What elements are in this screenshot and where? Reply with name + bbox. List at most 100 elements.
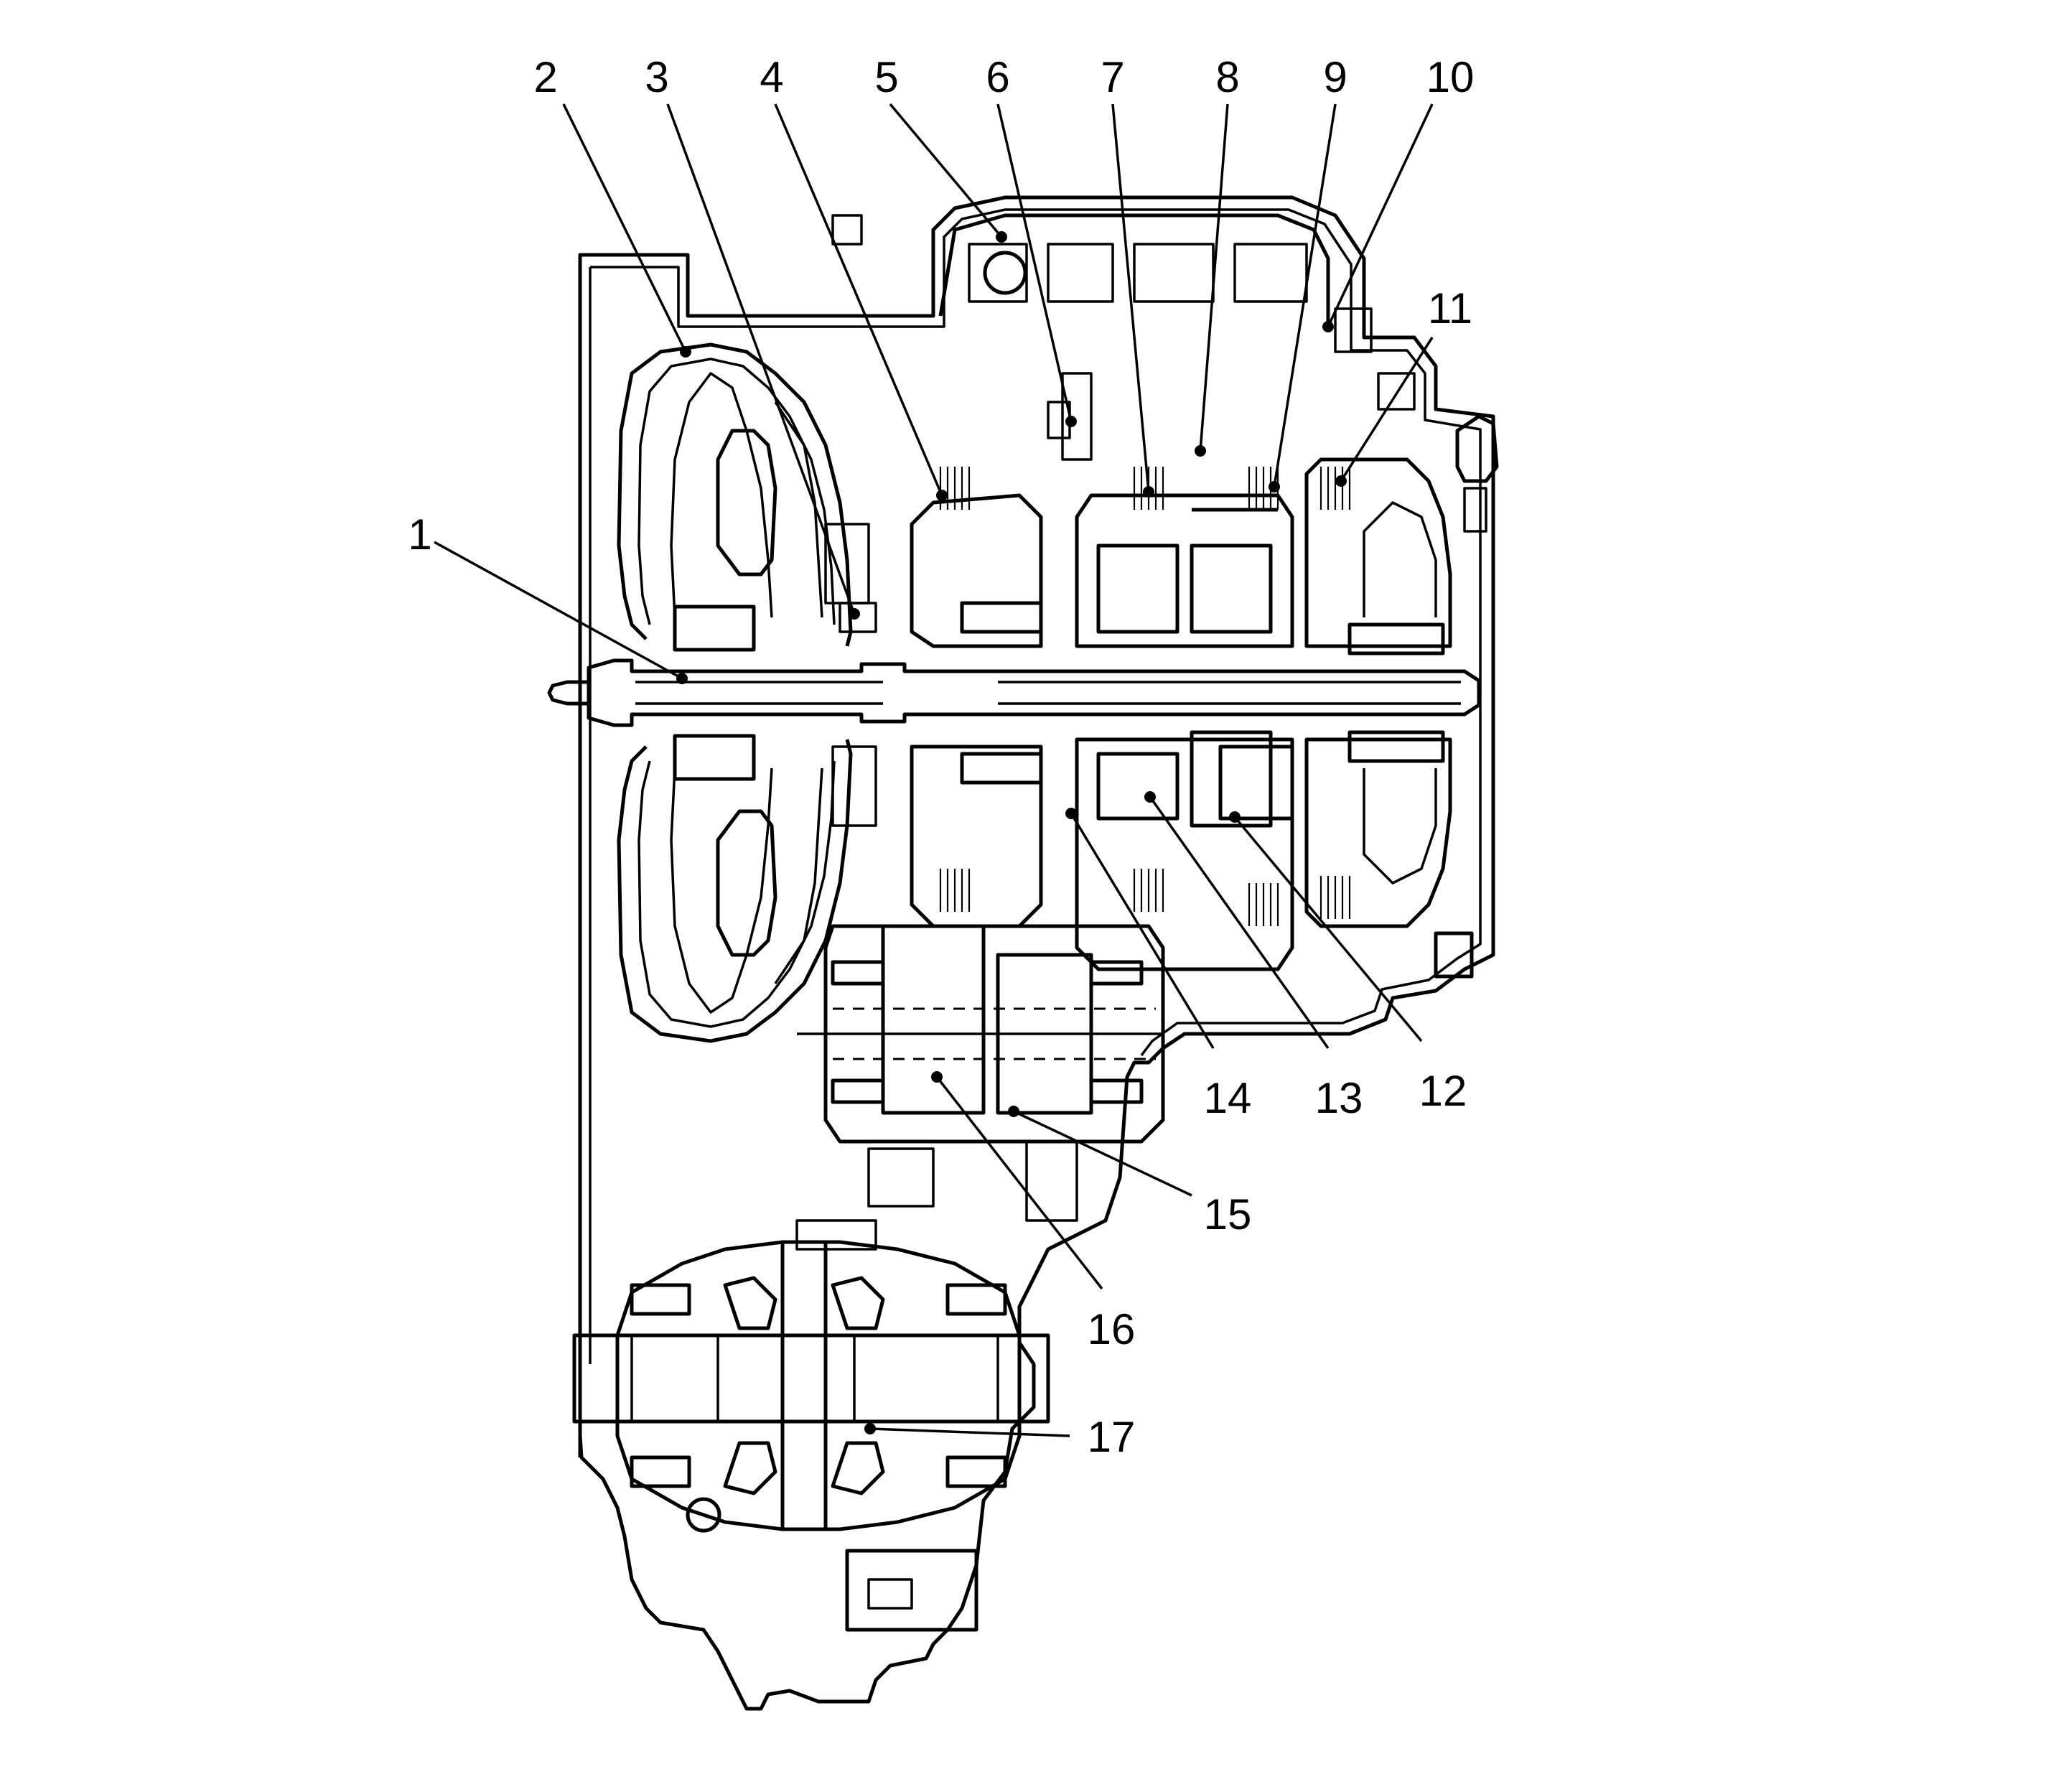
leader-dot-5 (996, 231, 1007, 243)
callout-8: 8 (1215, 53, 1239, 101)
rear-piston-upper (1363, 501, 1437, 617)
leader-dot-16 (931, 1071, 943, 1083)
leader-dot-1 (676, 673, 688, 684)
leader-7 (1111, 103, 1150, 493)
transfer-bearing-1 (831, 960, 885, 986)
rear-cap (1455, 414, 1499, 483)
rear-bearing-upper (1347, 622, 1445, 655)
front-clutch-plates (939, 467, 971, 912)
leader-2 (562, 103, 687, 353)
callout-10: 10 (1426, 53, 1475, 101)
tc-lower-turbine (774, 767, 823, 984)
callout-6: 6 (986, 53, 1009, 101)
planetary-carrier-upper-2 (1190, 543, 1273, 634)
rear-bearing-lower (1347, 730, 1445, 763)
callout-7: 7 (1101, 53, 1124, 101)
mid-clutch-plates (1133, 467, 1279, 926)
callout-4: 4 (760, 53, 783, 101)
outer-housing (578, 195, 1495, 1711)
differential-case (615, 1240, 1022, 1531)
rear-piston-lower (1363, 768, 1437, 885)
diff-bearing-lower-left (630, 1455, 691, 1488)
transfer-shaft-extension (867, 1147, 935, 1208)
torque-converter-upper (617, 342, 853, 647)
callout-16: 16 (1088, 1305, 1136, 1353)
leader-dot-9 (1269, 481, 1280, 493)
tc-hub-upper (673, 605, 756, 652)
tc-upper-stator (716, 429, 777, 577)
leader-dot-15 (1008, 1106, 1019, 1117)
tc-clutch-piston (824, 523, 870, 605)
rear-sensor-2 (1377, 372, 1416, 411)
side-gear-upper-left (723, 1276, 777, 1330)
rear-sensor (1334, 307, 1373, 353)
diff-lower-boss (867, 1578, 913, 1610)
torque-converter-lower-inner (637, 760, 836, 1028)
rear-clutch-plates (1319, 467, 1351, 919)
planetary-carrier-lower-2 (1190, 730, 1273, 828)
valve-body-plug (983, 251, 1027, 295)
callout-13: 13 (1315, 1074, 1363, 1122)
rear-cap-plug (1463, 487, 1487, 533)
planetary-housing-upper (1075, 493, 1294, 648)
tc-upper-impeller (670, 372, 773, 618)
rear-mount (1434, 931, 1474, 979)
side-gear-upper-right (831, 1276, 885, 1330)
callout-1: 1 (408, 510, 431, 559)
tc-lower-stator (716, 809, 777, 957)
side-gear-lower-right (831, 1441, 885, 1495)
leader-dot-4 (936, 490, 948, 501)
leader-17 (869, 1427, 1070, 1437)
top-bolt-boss (831, 214, 863, 246)
callout-3: 3 (645, 53, 668, 101)
differential-axle-stubs (572, 1333, 1050, 1424)
leader-dot-17 (864, 1423, 876, 1434)
leader-dot-3 (849, 608, 860, 620)
front-clutch-housing-lower (910, 745, 1043, 928)
rear-planet-block (1218, 745, 1294, 821)
callout-11: 11 (1428, 284, 1472, 332)
diff-bearing-lower-right (945, 1455, 1007, 1488)
leader-dot-12 (1229, 811, 1241, 823)
leader-dot-11 (1335, 475, 1347, 487)
diff-lower-housing (845, 1549, 978, 1632)
shift-valve-housing (1061, 372, 1093, 461)
diff-bearing-upper-left (630, 1283, 691, 1316)
callout-17: 17 (1088, 1413, 1136, 1461)
callout-15: 15 (1204, 1190, 1252, 1238)
valve-body-cover (938, 213, 1330, 323)
shaft-nose (547, 680, 591, 706)
leader-3 (666, 103, 856, 615)
planetary-housing-lower (1075, 737, 1294, 971)
leader-11 (1340, 337, 1434, 482)
rear-clutch-housing-upper (1304, 457, 1452, 648)
planetary-carrier-lower-1 (1096, 752, 1180, 821)
leader-13 (1149, 795, 1330, 1050)
transfer-driven-extension (1025, 1140, 1078, 1222)
leader-14 (1070, 813, 1215, 1049)
valve-body-bore-3 (1133, 243, 1215, 303)
front-bearing-upper (960, 601, 1043, 634)
leader-dot-10 (1322, 321, 1334, 332)
leader-dot-7 (1143, 486, 1154, 498)
torque-converter-upper-inner (637, 358, 836, 625)
tc-lower-piston (831, 745, 877, 827)
input-shaft-outer (587, 658, 1481, 727)
valve-body-bore-2 (1047, 243, 1114, 303)
tc-lower-impeller (670, 767, 773, 1014)
leader-dot-13 (1144, 791, 1156, 803)
callout-14: 14 (1204, 1074, 1252, 1122)
transfer-bearing-2 (831, 1078, 885, 1104)
leader-4 (774, 103, 943, 496)
transfer-drive-gear (881, 924, 986, 1115)
leader-6 (996, 103, 1073, 422)
leader-dot-2 (680, 346, 691, 358)
leader-1 (434, 541, 683, 680)
transfer-bearing-3 (1089, 960, 1144, 986)
leader-15 (1013, 1110, 1192, 1197)
transfer-bearing-4 (1089, 1078, 1144, 1104)
callout-12: 12 (1419, 1067, 1467, 1115)
front-bearing-lower (960, 752, 1043, 785)
leader-5 (889, 103, 1003, 238)
